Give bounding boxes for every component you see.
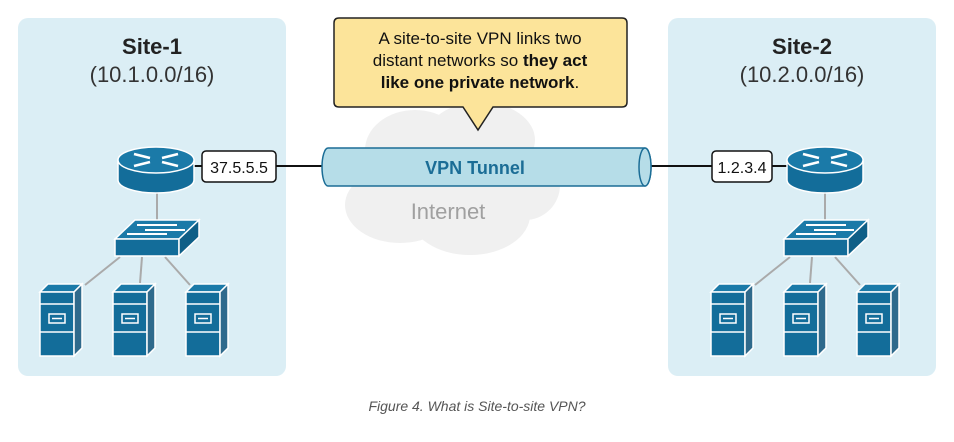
site1-server-icon (112, 283, 156, 357)
callout-line3: like one private network. (381, 73, 579, 92)
site1-router-icon (116, 145, 196, 195)
site2-subnet: (10.2.0.0/16) (740, 62, 865, 87)
site1-server-icon (39, 283, 83, 357)
lan-links (84, 188, 861, 286)
site1-title: Site-1 (122, 34, 182, 59)
site2-router-icon (785, 145, 865, 195)
site1-ip: 37.5.5.5 (210, 160, 268, 177)
vpn-tunnel-label: VPN Tunnel (425, 158, 525, 178)
site1-server-icon (185, 283, 229, 357)
callout-bubble (333, 17, 628, 132)
site2-server-icon (710, 283, 754, 357)
site2-title: Site-2 (772, 34, 832, 59)
figure-caption: Figure 4. What is Site-to-site VPN? (368, 398, 586, 414)
callout-line1: A site-to-site VPN links two (378, 29, 581, 48)
site2-server-icon (783, 283, 827, 357)
site1-ip-box (201, 150, 277, 183)
site2-ip-box (711, 150, 773, 183)
callout-line2: distant networks so they act (373, 51, 588, 70)
vpn-tunnel (321, 147, 652, 187)
site2-server-icon (856, 283, 900, 357)
internet-label: Internet (411, 199, 486, 224)
site2-ip: 1.2.3.4 (718, 160, 767, 177)
site1-subnet: (10.1.0.0/16) (90, 62, 215, 87)
